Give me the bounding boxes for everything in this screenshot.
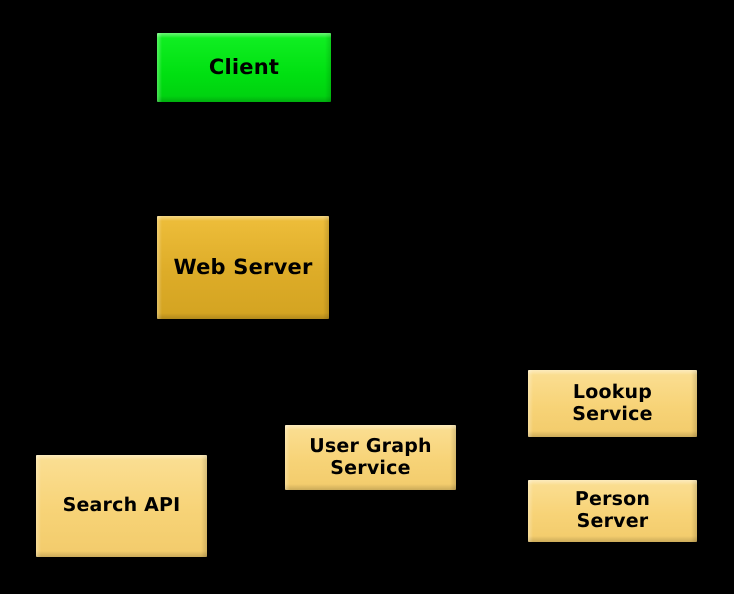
node-search-api[interactable]: Search API — [36, 455, 207, 557]
node-lookup-service-label: Lookup Service — [572, 380, 653, 425]
node-user-graph-service[interactable]: User Graph Service — [285, 425, 456, 490]
node-web-server[interactable]: Web Server — [157, 216, 329, 319]
node-user-graph-service-label: User Graph Service — [309, 434, 432, 479]
node-client[interactable]: Client — [157, 33, 331, 102]
node-person-server-label: Person Server — [574, 488, 651, 532]
node-search-api-label: Search API — [62, 494, 181, 517]
node-lookup-service[interactable]: Lookup Service — [528, 370, 697, 437]
node-web-server-label: Web Server — [173, 255, 313, 280]
node-person-server[interactable]: Person Server — [528, 480, 697, 542]
node-client-label: Client — [208, 55, 280, 80]
